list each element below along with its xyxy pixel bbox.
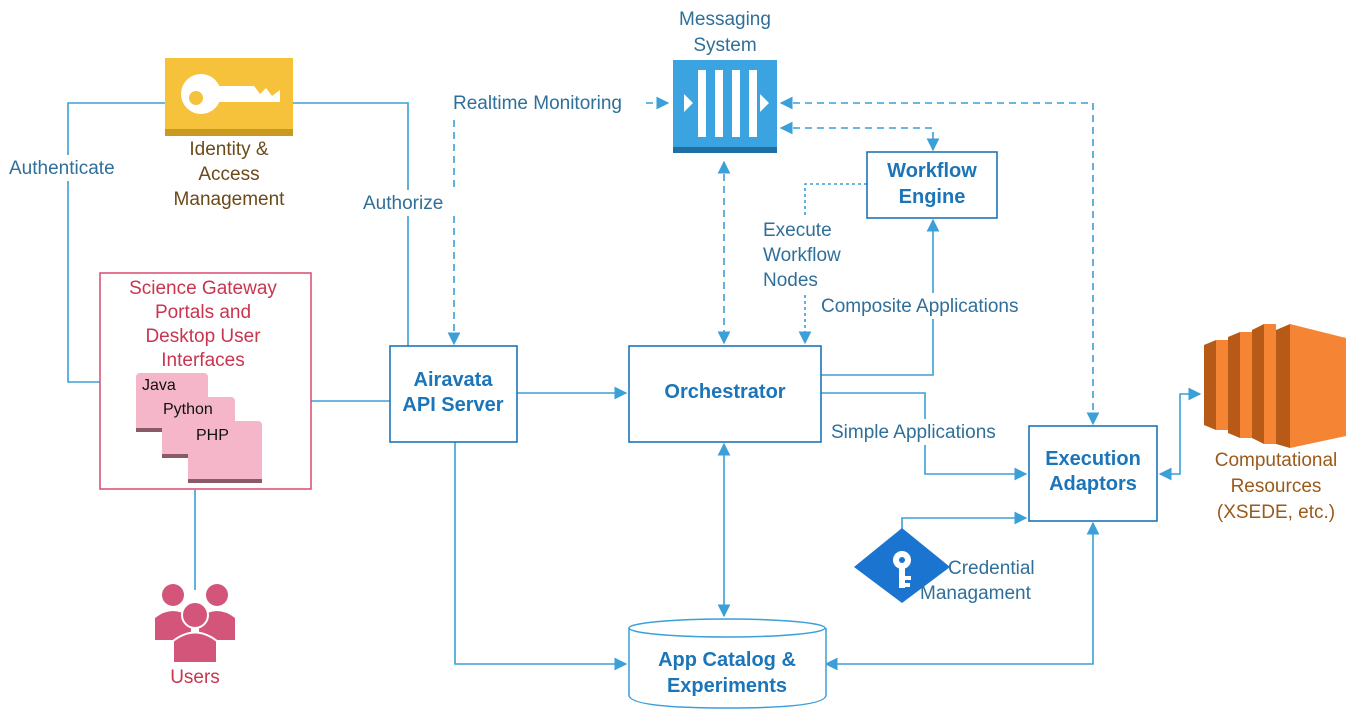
iam-label-1: Identity & — [189, 139, 269, 160]
gateway-label-2: Portals and — [155, 302, 251, 323]
edge-api-catalog — [454, 442, 628, 671]
credential-label-2: Managament — [920, 583, 1032, 604]
messaging-label-1: Messaging — [679, 9, 771, 30]
label-authenticate: Authenticate — [9, 158, 115, 179]
messaging-label-2: System — [693, 35, 756, 56]
catalog-label-2: Experiments — [667, 675, 787, 697]
php-card-label: PHP — [196, 427, 229, 444]
science-gateway: Science Gateway Portals and Desktop User… — [99, 272, 312, 490]
iam-label-2: Access — [198, 164, 259, 185]
edge-labels: Authenticate Authorize Realtime Monitori… — [6, 90, 1046, 445]
label-execute: Execute — [763, 220, 832, 241]
edge-messaging-workflow — [779, 121, 940, 152]
credential-management: Credential Managament — [854, 528, 1035, 604]
label-composite-applications: Composite Applications — [821, 296, 1019, 317]
label-simple-applications: Simple Applications — [831, 422, 996, 443]
edge-messaging-execution — [779, 96, 1100, 426]
catalog-label-1: App Catalog & — [658, 649, 796, 671]
edge-workflow-orchestrator — [804, 183, 867, 215]
credential-label-1: Credential — [948, 558, 1035, 579]
gateway-label-1: Science Gateway — [129, 278, 277, 299]
resources-label-3: (XSEDE, etc.) — [1217, 502, 1335, 523]
computational-resources: Computational Resources (XSEDE, etc.) — [1204, 324, 1346, 523]
orchestrator-label: Orchestrator — [664, 381, 785, 403]
orchestrator: Orchestrator — [628, 345, 822, 443]
label-authorize: Authorize — [363, 193, 443, 214]
api-server-label-2: API Server — [402, 394, 503, 416]
identity-access-management: Identity & Access Management — [165, 58, 293, 210]
python-card-label: Python — [163, 401, 213, 418]
credential-key-icon — [854, 528, 950, 603]
iam-label-3: Management — [174, 189, 286, 210]
workflow-label-2: Engine — [899, 186, 966, 208]
queue-icon — [673, 60, 777, 153]
api-server: Airavata API Server — [389, 345, 518, 443]
key-icon — [165, 58, 293, 136]
app-catalog: App Catalog & Experiments — [628, 618, 827, 709]
edge-execution-catalog — [824, 521, 1100, 671]
api-server-label-1: Airavata — [414, 369, 494, 391]
edge-authorize — [293, 102, 409, 346]
edge-credential-execution — [901, 511, 1028, 545]
java-card-label: Java — [142, 377, 176, 394]
edge-authenticate — [67, 102, 165, 383]
users-icon — [155, 584, 235, 664]
php-card: PHP — [188, 421, 262, 483]
users: Users — [155, 584, 235, 688]
label-realtime-monitoring: Realtime Monitoring — [453, 93, 622, 114]
label-workflow: Workflow — [763, 245, 841, 266]
execution-label-2: Adaptors — [1049, 473, 1137, 495]
messaging-system: Messaging System — [673, 9, 777, 153]
resources-label-2: Resources — [1231, 476, 1322, 497]
label-nodes: Nodes — [763, 270, 818, 291]
resources-label-1: Computational — [1215, 450, 1338, 471]
edge-composite — [821, 218, 940, 376]
workflow-engine: Workflow Engine — [866, 151, 998, 219]
server-stack-icon — [1204, 324, 1346, 448]
execution-label-1: Execution — [1045, 448, 1141, 470]
gateway-label-3: Desktop User — [145, 326, 261, 347]
gateway-label-4: Interfaces — [161, 350, 244, 371]
execution-adaptors: Execution Adaptors — [1028, 425, 1158, 522]
edge-execution-resources — [1158, 387, 1202, 481]
users-label: Users — [170, 667, 220, 688]
workflow-label-1: Workflow — [887, 160, 977, 182]
